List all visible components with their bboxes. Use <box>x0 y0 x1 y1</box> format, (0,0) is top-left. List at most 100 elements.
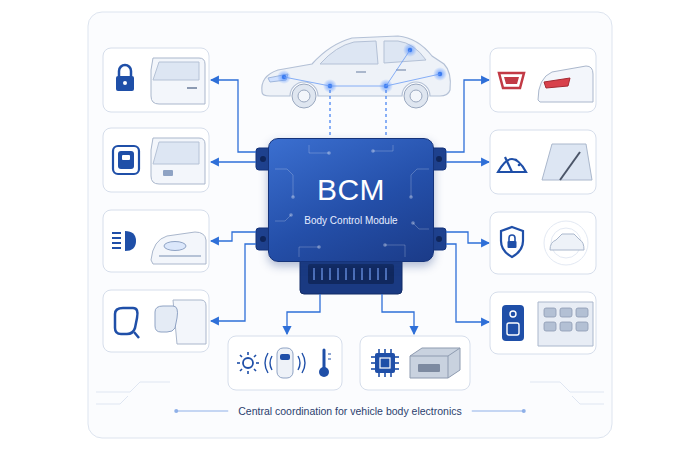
feature-wires <box>382 294 414 334</box>
car-illustration <box>292 84 316 108</box>
ecu-tile <box>418 364 440 372</box>
headlight-tile <box>112 237 121 239</box>
power-window-tile <box>153 142 199 164</box>
circuit-traces <box>385 245 405 257</box>
mirror-tile <box>103 290 209 352</box>
ecu-tile <box>378 349 380 353</box>
power-window-tile <box>151 138 205 184</box>
ecu-tile <box>384 349 386 353</box>
headlight-tile <box>151 232 206 264</box>
signal-dashes <box>329 90 330 136</box>
caption-rule <box>174 409 178 413</box>
caption-holder: Central coordination for vehicle body el… <box>0 401 700 419</box>
switch-panel-tile <box>560 308 572 317</box>
climate-tile <box>328 359 331 360</box>
signal-dashes <box>385 90 386 136</box>
security-tile <box>490 212 596 274</box>
headlight-tile <box>159 255 201 257</box>
switch-panel-tile <box>510 311 516 317</box>
circuit-traces <box>309 145 329 153</box>
module-hardware <box>377 268 379 280</box>
headlight-tile <box>112 242 121 244</box>
feature-wires <box>287 294 320 334</box>
ecu-tile <box>360 336 470 390</box>
power-window-tile <box>122 155 130 160</box>
module-hardware <box>260 156 266 162</box>
door-lock-tile <box>116 76 134 91</box>
door-lock-tile <box>123 81 127 85</box>
module-hardware <box>369 268 371 280</box>
climate-tile <box>265 353 268 373</box>
car-illustration <box>410 90 422 102</box>
power-window-tile <box>118 151 134 169</box>
climate-tile <box>254 355 256 357</box>
power-window-tile <box>103 128 209 192</box>
switch-panel-tile <box>576 322 588 331</box>
ecu-tile <box>410 348 460 378</box>
wiper-tile <box>505 157 512 172</box>
climate-tile <box>328 354 331 355</box>
switch-panel-tile <box>490 292 596 354</box>
ecu-tile <box>360 336 470 390</box>
car-illustration <box>384 41 426 63</box>
climate-tile <box>298 356 300 370</box>
tail-light-tile <box>504 77 519 84</box>
climate-tile <box>280 354 290 360</box>
climate-tile <box>254 369 256 371</box>
security-tile <box>544 221 588 265</box>
mirror-tile <box>155 306 178 332</box>
switch-panel-tile <box>507 323 519 335</box>
tail-light-tile <box>538 66 593 102</box>
climate-tile <box>237 352 259 374</box>
car-illustration <box>404 84 428 108</box>
feature-wires <box>446 244 489 322</box>
tail-light-tile <box>490 48 596 112</box>
module-hardware <box>337 268 339 280</box>
headlight-tile <box>125 231 136 251</box>
feature-wires <box>446 80 489 152</box>
feature-wires <box>211 161 256 162</box>
ecu-tile <box>371 368 375 370</box>
circuit-traces <box>289 213 293 217</box>
circuit-traces <box>409 195 413 199</box>
climate-tile <box>240 355 242 357</box>
ecu-tile <box>371 349 399 377</box>
caption-rule <box>176 411 228 412</box>
security-tile <box>509 235 515 241</box>
ecu-tile <box>390 349 392 353</box>
climate-tile <box>247 352 249 355</box>
climate-tile <box>302 353 305 373</box>
headlight-tile <box>112 233 121 248</box>
switch-panel-tile <box>538 302 593 346</box>
switch-panel-tile <box>502 305 524 341</box>
module-hardware <box>361 268 363 280</box>
circuit-traces <box>275 169 293 197</box>
module-hardware <box>345 268 347 280</box>
feature-wires <box>446 161 489 162</box>
ecu-tile <box>371 356 375 358</box>
climate-tile <box>256 362 259 364</box>
door-lock-tile <box>103 48 209 112</box>
background-circuit <box>96 382 170 392</box>
feature-wires <box>211 232 256 241</box>
wiper-tile <box>560 152 580 180</box>
background-circuit <box>572 396 604 404</box>
security-tile <box>501 227 523 257</box>
circuit-traces <box>299 247 319 257</box>
switch-panel-tile <box>544 308 556 317</box>
power-window-tile <box>113 146 139 174</box>
module-hardware <box>385 268 387 280</box>
climate-tile <box>228 336 342 390</box>
module-hardware <box>314 268 386 280</box>
ecu-tile <box>410 348 460 356</box>
climate-tile <box>270 356 272 370</box>
headlight-tile <box>112 232 121 234</box>
climate-tile <box>277 348 293 378</box>
circuit-traces <box>327 151 331 155</box>
module-hardware <box>329 268 331 280</box>
door-lock-tile <box>103 48 209 112</box>
background-circuit <box>530 382 604 392</box>
circuit-traces <box>411 169 429 197</box>
car-illustration <box>320 41 378 64</box>
